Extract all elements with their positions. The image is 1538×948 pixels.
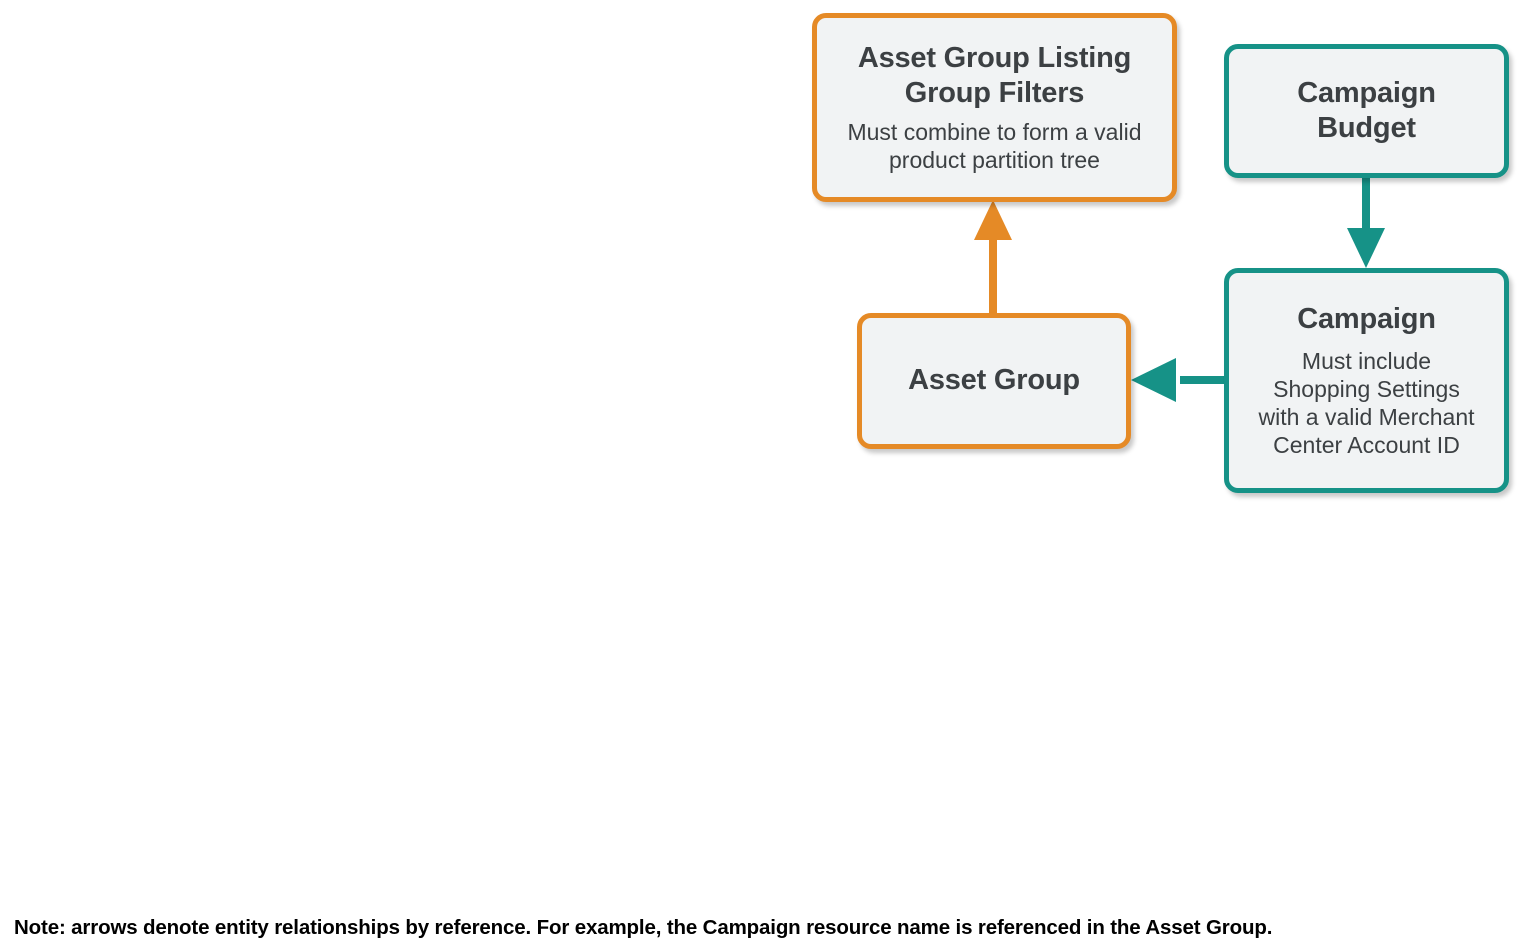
node-title: Asset Group	[908, 364, 1080, 397]
node-title: Campaign	[1297, 302, 1436, 335]
node-asset-group-listing-group-filters[interactable]: Asset Group Listing Group Filters Must c…	[812, 13, 1177, 202]
node-subtitle: Must combine to form a valid product par…	[847, 119, 1142, 173]
node-title: Campaign Budget	[1297, 76, 1436, 144]
edge-campaign-budget-to-campaign	[1347, 176, 1385, 268]
node-title: Asset Group Listing Group Filters	[857, 41, 1132, 109]
node-subtitle: Must include Shopping Settings with a va…	[1258, 348, 1475, 459]
edge-campaign-to-asset-group	[1131, 358, 1226, 402]
diagram-note: Note: arrows denote entity relationships…	[14, 916, 1273, 939]
node-asset-group[interactable]: Asset Group	[857, 313, 1131, 449]
node-campaign[interactable]: Campaign Must include Shopping Settings …	[1224, 268, 1509, 493]
edge-asset-group-to-listing-group-filters	[974, 200, 1012, 316]
node-campaign-budget[interactable]: Campaign Budget	[1224, 44, 1509, 178]
